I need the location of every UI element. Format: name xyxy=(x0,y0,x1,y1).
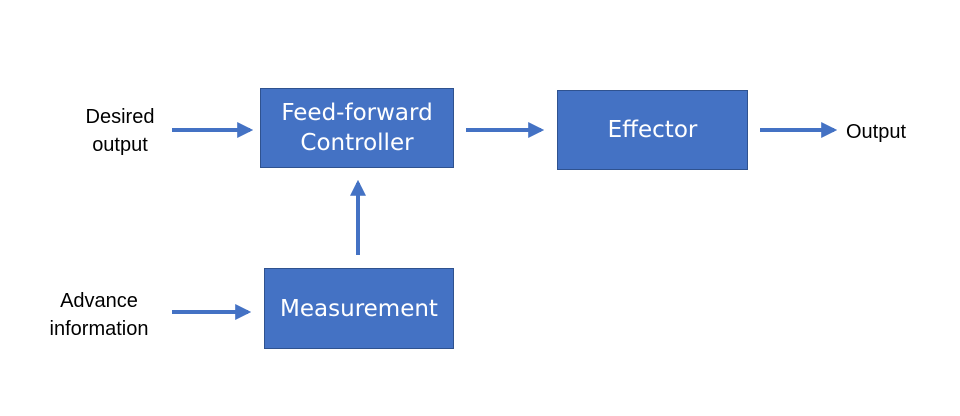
desired-output-label: Desired output xyxy=(85,106,155,156)
measurement-block: Measurement xyxy=(264,268,454,349)
output-label: Output xyxy=(846,121,907,143)
effector-block: Effector xyxy=(557,90,748,170)
feed-forward-controller-block: Feed-forward Controller xyxy=(260,88,454,168)
advance-information-label: Advance information xyxy=(49,290,149,340)
